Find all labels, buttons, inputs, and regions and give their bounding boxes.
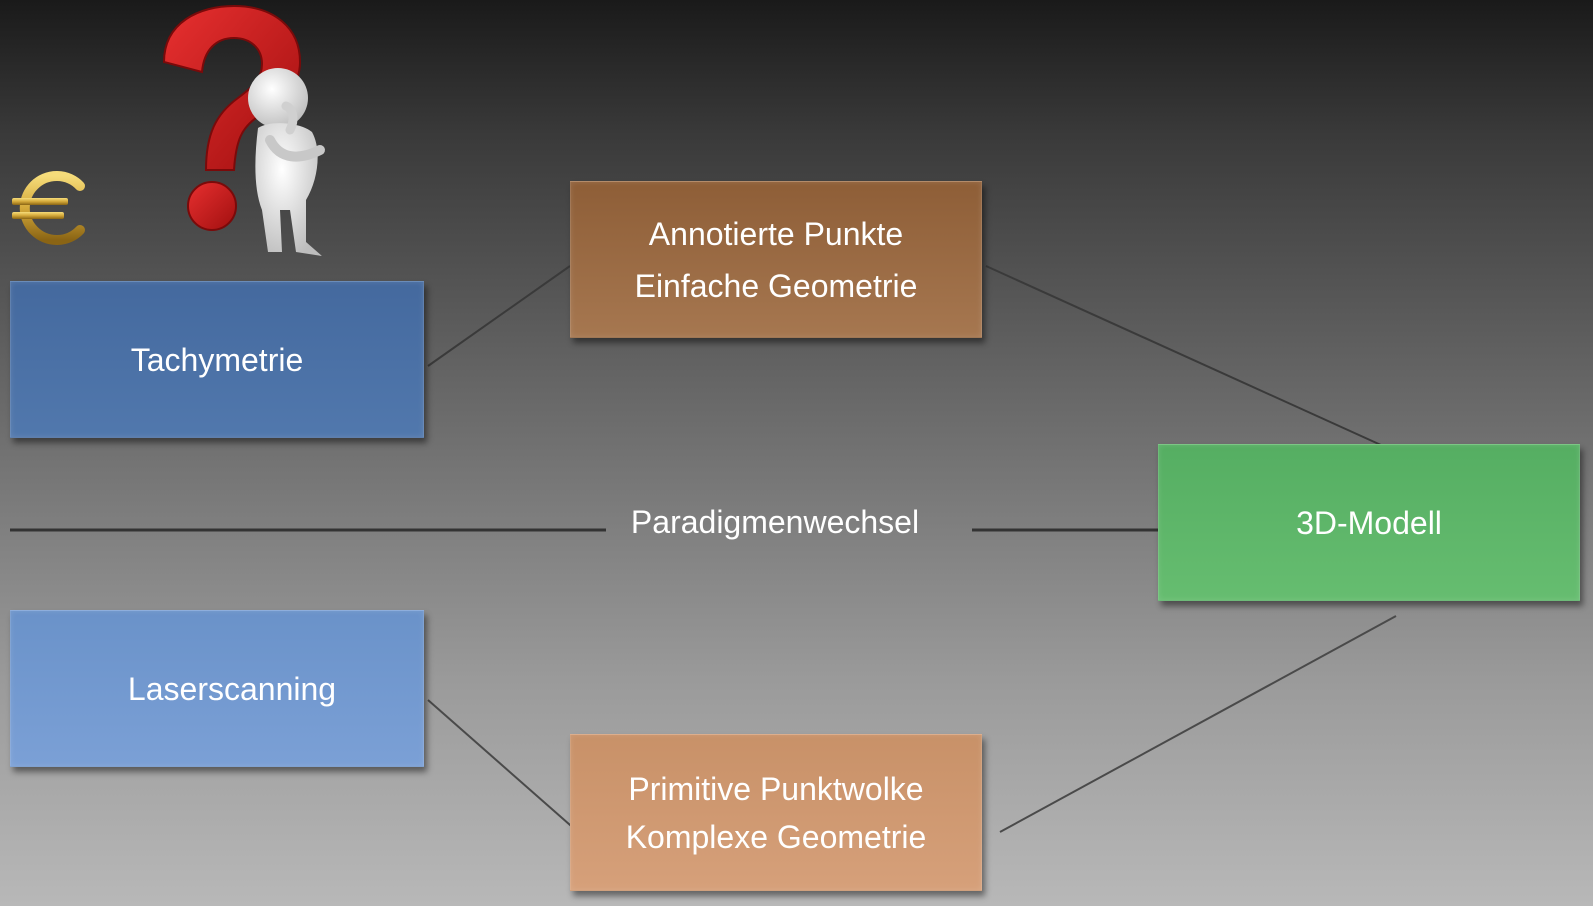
node-3d-model-label: 3D-Modell [1296,504,1442,541]
node-tachymetrie: Tachymetrie [10,281,424,438]
connector-tachymetrie-annotated [427,265,571,367]
node-3d-model: 3D-Modell [1158,444,1580,601]
node-laserscanning: Laserscanning [10,610,424,767]
connector-annotated-model [985,265,1393,451]
euro-icon [12,171,85,245]
node-primitive-line1: Primitive Punktwolke [628,770,924,807]
node-annotated-line2: Einfache Geometrie [634,267,918,304]
node-primitive-pointcloud: Primitive Punktwolke Komplexe Geometrie [570,734,982,891]
node-annotated-line1: Annotierte Punkte [648,215,904,252]
node-primitive-line2: Komplexe Geometrie [625,818,927,855]
connector-primitive-model [999,615,1397,833]
thinking-figure-question-mark-icon [162,4,325,256]
node-laserscanning-label: Laserscanning [127,670,337,707]
node-tachymetrie-label: Tachymetrie [130,341,304,378]
divider-label: Paradigmenwechsel [630,504,920,540]
node-annotated-points: Annotierte Punkte Einfache Geometrie [570,181,982,338]
connector-laserscanning-primitive [427,699,579,833]
